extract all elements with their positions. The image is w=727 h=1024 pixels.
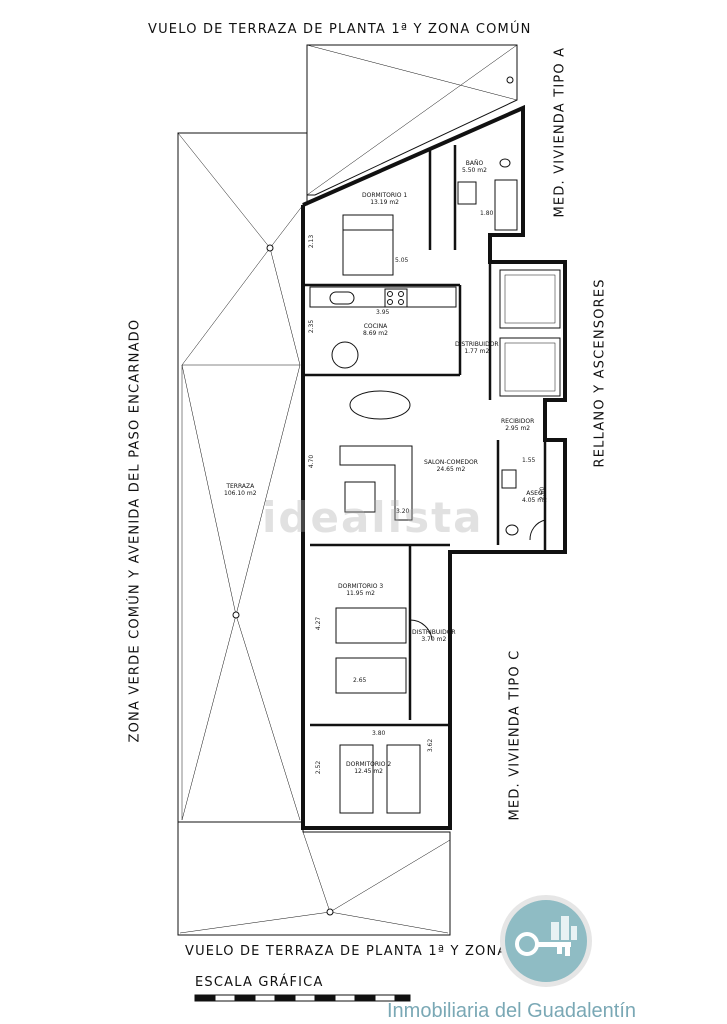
dim-2-52: 2.52: [315, 760, 323, 775]
title-right-bottom: MED. VIVIENDA TIPO C: [507, 649, 523, 821]
dim-1-55: 1.55: [522, 457, 536, 464]
watermark: idealista: [262, 493, 484, 542]
elevator-2: [499, 337, 561, 397]
dim-2-13: 2.13: [308, 234, 316, 249]
title-right-middle: RELLANO Y ASCENSORES: [592, 278, 608, 468]
title-bottom: VUELO DE TERRAZA DE PLANTA 1ª Y ZONA COM…: [185, 944, 569, 959]
dim-2-60: 2.60: [539, 486, 547, 501]
brand-name: Inmobiliaria del Guadalentín: [387, 1000, 637, 1022]
dining-table: [349, 390, 411, 420]
title-left: ZONA VERDE COMÚN Y AVENIDA DEL PASO ENCA…: [127, 318, 143, 743]
bed-2a: [339, 744, 374, 814]
dim-5-05: 5.05: [395, 257, 409, 264]
title-right-top: MED. VIVIENDA TIPO A: [552, 46, 568, 218]
bed-3a: [335, 607, 407, 644]
dim-3-20: 3.20: [396, 508, 410, 515]
bed-1: [342, 214, 394, 276]
title-top: VUELO DE TERRAZA DE PLANTA 1ª Y ZONA COM…: [148, 22, 532, 37]
terrace-bottom-outline: [177, 821, 451, 936]
dim-4-70: 4.70: [308, 454, 316, 469]
dim-3-95: 3.95: [376, 309, 390, 316]
elevator-1: [499, 269, 561, 329]
dim-3-80: 3.80: [372, 730, 386, 737]
key-icon: [515, 916, 577, 956]
scale-label: ESCALA GRÁFICA: [195, 975, 324, 990]
brand-logo: [500, 895, 592, 987]
bed-3b: [335, 657, 407, 694]
dim-4-27: 4.27: [315, 616, 323, 631]
bed-2b: [386, 744, 421, 814]
dim-2-35: 2.35: [308, 319, 316, 334]
apartment-walls: [301, 104, 567, 830]
dim-1-80: 1.80: [480, 210, 494, 217]
terrace-left-outline: [177, 132, 308, 823]
dim-3-62: 3.62: [427, 738, 435, 753]
scale-bar: [194, 994, 411, 1002]
dim-2-65: 2.65: [353, 677, 367, 684]
